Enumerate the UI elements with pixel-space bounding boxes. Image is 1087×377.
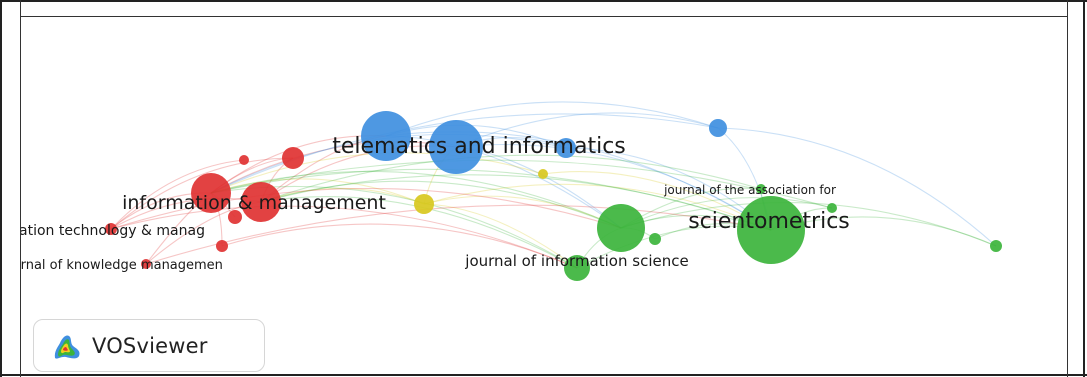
- network-edges: [110, 101, 997, 269]
- network-labels: telematics and informatics information &…: [21, 134, 850, 273]
- network-edge: [385, 135, 622, 229]
- network-node-blue-2[interactable]: [361, 111, 411, 161]
- network-node-information-management[interactable]: [241, 182, 281, 222]
- network-svg[interactable]: telematics and informatics information &…: [21, 17, 1067, 374]
- network-edge: [210, 159, 833, 209]
- network-edge: [210, 178, 425, 205]
- network-edge: [210, 141, 457, 194]
- node-label-information-technology[interactable]: ation technology & manag: [21, 223, 205, 239]
- network-edge: [210, 170, 622, 229]
- network-edge: [260, 174, 772, 231]
- network-edge: [717, 127, 997, 247]
- vosviewer-logo: VOSviewer: [33, 319, 265, 372]
- frame-border-right: [1083, 0, 1085, 377]
- network-edge: [455, 112, 719, 148]
- node-label-jasist[interactable]: journal of the association for: [663, 183, 836, 197]
- network-edge: [110, 188, 622, 230]
- network-edge: [110, 157, 294, 230]
- network-node-yellow-2[interactable]: [538, 169, 548, 179]
- network-edge: [110, 159, 245, 230]
- network-edge: [210, 168, 772, 231]
- network-edge: [620, 197, 833, 229]
- network-edge: [423, 195, 622, 229]
- network-nodes: [105, 111, 1002, 281]
- network-edge: [260, 187, 425, 205]
- network-node-red-6[interactable]: [105, 223, 117, 235]
- frame-border-top: [0, 0, 1087, 2]
- canvas-border-right: [1067, 0, 1068, 377]
- network-edge: [145, 204, 772, 265]
- network-edge: [455, 143, 772, 231]
- network-node-red-3[interactable]: [282, 147, 304, 169]
- network-node-red-8[interactable]: [141, 259, 151, 269]
- node-label-jis[interactable]: journal of information science: [464, 252, 688, 270]
- network-edge: [260, 180, 622, 229]
- network-node-jis[interactable]: [564, 255, 590, 281]
- network-node-telematics[interactable]: [429, 120, 483, 174]
- network-node-green-6[interactable]: [827, 203, 837, 213]
- network-node-jasist[interactable]: [756, 184, 766, 194]
- node-label-information-management[interactable]: information & management: [122, 192, 386, 214]
- network-edge: [423, 203, 578, 269]
- network-node-green-4[interactable]: [649, 233, 661, 245]
- network-node-information-technology[interactable]: [228, 210, 242, 224]
- network-map[interactable]: telematics and informatics information &…: [21, 17, 1067, 374]
- vosviewer-logo-icon: [54, 334, 80, 359]
- network-node-blue-3[interactable]: [556, 138, 576, 158]
- vosviewer-logo-text: VOSviewer: [92, 333, 208, 358]
- network-node-green-7[interactable]: [990, 240, 1002, 252]
- node-label-knowledge-management[interactable]: ırnal of knowledge managemen: [21, 258, 223, 273]
- frame-border-left: [0, 0, 2, 377]
- frame-border-bottom: [0, 374, 1087, 376]
- network-edge: [260, 154, 762, 203]
- network-node-yellow-1[interactable]: [414, 194, 434, 214]
- network-edge: [110, 205, 578, 269]
- network-edge: [423, 183, 772, 231]
- network-node-green-2[interactable]: [597, 204, 645, 252]
- network-edge: [620, 202, 997, 247]
- node-label-telematics[interactable]: telematics and informatics: [332, 134, 626, 159]
- network-node-scientometrics[interactable]: [737, 196, 805, 264]
- canvas-border-top: [20, 16, 1068, 17]
- network-edge: [385, 101, 719, 137]
- network-node-red-4[interactable]: [239, 155, 249, 165]
- network-edge: [221, 223, 578, 269]
- network-node-red-2[interactable]: [191, 173, 231, 213]
- network-node-knowledge-management[interactable]: [216, 240, 228, 252]
- canvas-border-left: [20, 0, 21, 377]
- node-label-scientometrics[interactable]: scientometrics: [688, 209, 850, 234]
- network-node-blue-4[interactable]: [709, 119, 727, 137]
